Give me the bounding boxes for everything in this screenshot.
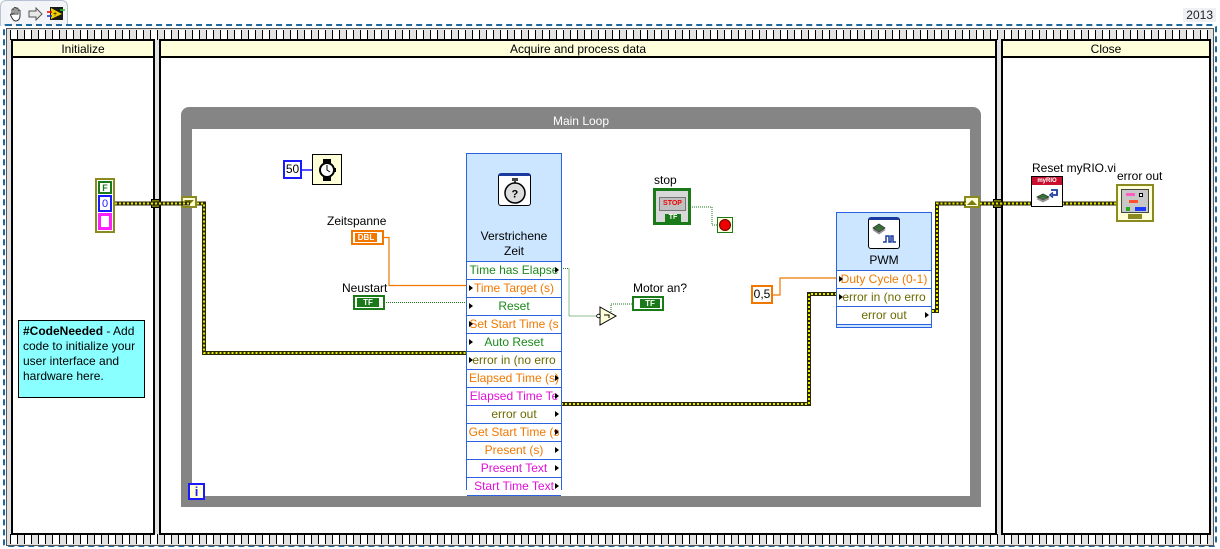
elapsed-time-title-line1: Verstrichene — [480, 229, 548, 243]
code-needed-comment[interactable]: #CodeNeeded - Add code to initialize you… — [18, 320, 145, 398]
error-cluster-icon — [1121, 189, 1149, 213]
terminal-time-target[interactable]: Time Target (s) — [467, 279, 561, 297]
frame-label-acquire: Acquire and process data — [161, 41, 995, 58]
wait-function[interactable] — [312, 154, 342, 185]
zeitspanne-control[interactable]: DBL — [351, 230, 384, 245]
myrio-banner: myRIO — [1032, 177, 1062, 185]
hand-tool-icon[interactable] — [7, 5, 25, 23]
pwm-terminal-error-in[interactable]: error in (no erro — [837, 288, 931, 306]
svg-text:+: + — [53, 11, 57, 18]
terminal-present-text[interactable]: Present Text — [467, 459, 561, 477]
elapsed-time-title: Verstrichene Zeit — [467, 229, 561, 259]
pwm-title: PWM — [869, 253, 899, 267]
iteration-terminal[interactable]: i — [188, 483, 205, 500]
terminal-get-start-time[interactable]: Get Start Time (s — [467, 423, 561, 441]
wire-zeitspanne — [383, 236, 467, 287]
pwm-terminals: Duty Cycle (0-1) error in (no erro error… — [837, 270, 931, 325]
neustart-type: TF — [357, 298, 379, 307]
vi-icon[interactable]: + — [47, 5, 65, 23]
error-out-indicator[interactable] — [1116, 184, 1154, 222]
motor-label: Motor an? — [633, 281, 688, 295]
stop-button-control[interactable]: STOP TF — [653, 188, 691, 225]
stop-type: TF — [665, 214, 681, 222]
neustart-control[interactable]: TF — [353, 295, 385, 310]
frame-label-close: Close — [1003, 41, 1209, 58]
toolbar: + — [0, 0, 68, 26]
terminal-start-time-text[interactable]: Start Time Text — [467, 477, 561, 496]
terminal-error-out[interactable]: error out — [467, 405, 561, 423]
error-cluster-constant[interactable]: F 0 — [95, 178, 115, 233]
pwm-icon — [868, 217, 900, 249]
error-source-constant — [98, 213, 112, 230]
stopwatch-icon: ? — [498, 173, 531, 206]
elapsed-time-terminals: Time has Elapse Time Target (s) Reset Se… — [467, 261, 561, 496]
wire-duty-cycle — [772, 277, 837, 296]
neustart-label: Neustart — [342, 281, 388, 295]
error-status-constant: F — [98, 181, 112, 194]
stop-sign-icon — [719, 219, 731, 231]
zeitspanne-type: DBL — [355, 233, 377, 242]
frame-close[interactable]: Close — [1001, 39, 1211, 535]
error-code-constant: 0 — [98, 195, 112, 212]
stop-label: stop — [654, 173, 677, 187]
frame-label-initialize: Initialize — [13, 41, 153, 58]
elapsed-time-title-line2: Zeit — [503, 244, 524, 258]
zeitspanne-label: Zeitspanne — [327, 214, 387, 228]
elapsed-time-express-vi[interactable]: ? Verstrichene Zeit Time has Elapse Time… — [466, 153, 562, 496]
svg-text:?: ? — [511, 188, 518, 200]
error-out-label: error out — [1117, 169, 1163, 183]
terminal-elapsed-time-text[interactable]: Elapsed Time Te — [467, 387, 561, 405]
pwm-express-vi[interactable]: PWM Duty Cycle (0-1) error in (no erro e… — [836, 212, 932, 328]
wait-ms-constant[interactable]: 50 — [283, 160, 302, 179]
terminal-time-has-elapsed[interactable]: Time has Elapse — [467, 261, 561, 279]
reset-icon — [1036, 189, 1058, 203]
motor-type: TF — [640, 299, 660, 308]
run-arrow-icon[interactable] — [27, 5, 45, 23]
terminal-elapsed-time[interactable]: Elapsed Time (s) — [467, 369, 561, 387]
loop-condition-terminal[interactable] — [717, 217, 733, 233]
stop-button-face: STOP — [659, 197, 686, 211]
wristwatch-icon — [319, 158, 336, 181]
pwm-terminal-duty-cycle[interactable]: Duty Cycle (0-1) — [837, 270, 931, 288]
wire-stop — [690, 206, 718, 226]
labview-version: 2013 — [1183, 8, 1216, 22]
sequence-film-bottom — [7, 534, 1213, 544]
error-wire-pwm-out — [932, 201, 966, 313]
main-loop-title: Main Loop — [552, 114, 610, 128]
wire-time-elapsed — [561, 268, 597, 317]
frame-initialize[interactable]: Initialize — [11, 39, 155, 535]
terminal-present[interactable]: Present (s) — [467, 441, 561, 459]
terminal-set-start-time[interactable]: Set Start Time (s — [467, 315, 561, 333]
terminal-auto-reset[interactable]: Auto Reset — [467, 333, 561, 351]
error-cluster-type — [1128, 214, 1142, 219]
diagram-border — [3, 24, 1217, 547]
pwm-terminal-error-out[interactable]: error out — [837, 306, 931, 325]
comment-text: - Add code to initialize your user inter… — [23, 324, 136, 383]
not-function[interactable] — [596, 306, 618, 326]
terminal-error-in[interactable]: error in (no erro — [467, 351, 561, 369]
sequence-film-top — [7, 30, 1213, 40]
duty-cycle-constant[interactable]: 0,5 — [751, 285, 773, 304]
reset-myrio-label: Reset myRIO.vi — [1032, 161, 1117, 175]
reset-myrio-vi[interactable]: myRIO — [1031, 176, 1063, 207]
comment-tag: #CodeNeeded — [23, 324, 104, 338]
terminal-reset[interactable]: Reset — [467, 297, 561, 315]
motor-indicator[interactable]: TF — [632, 296, 664, 311]
